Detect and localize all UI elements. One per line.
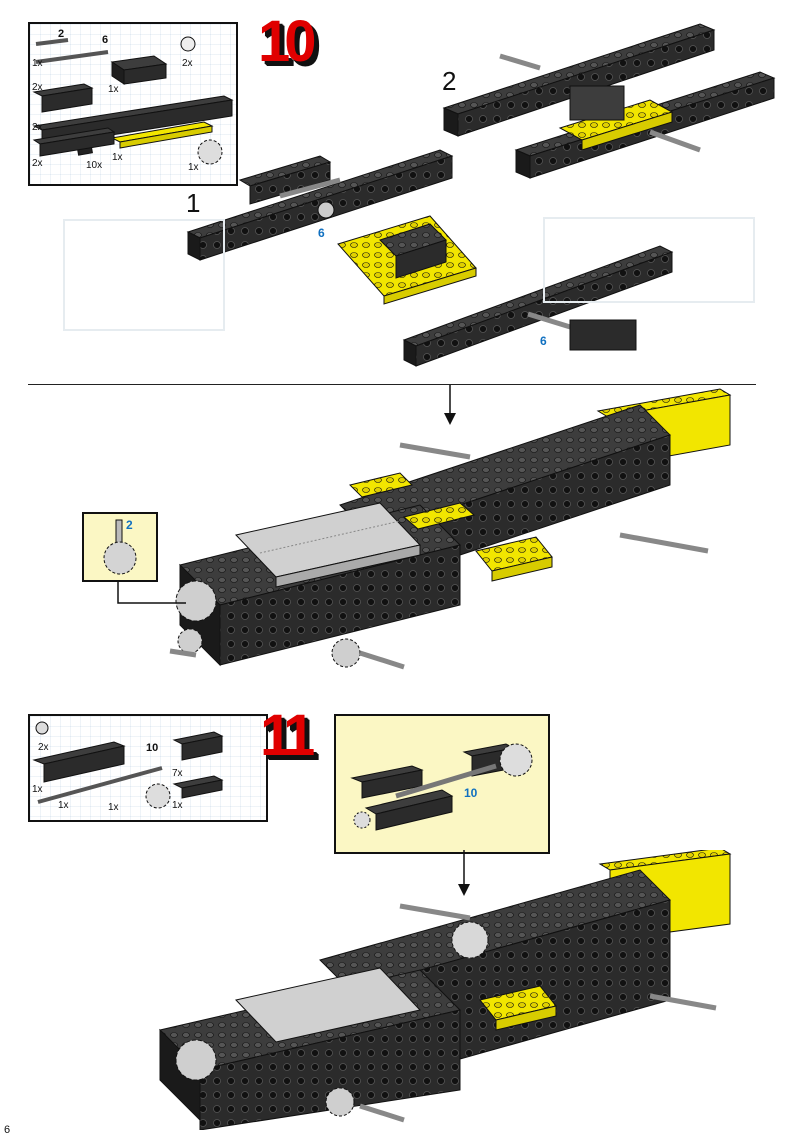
axle-length-label: 6	[318, 226, 325, 240]
part-qty: 1x	[108, 84, 119, 95]
part-qty: 1x	[188, 162, 199, 173]
part-qty: 1x	[112, 152, 123, 163]
step11-parts-art	[32, 721, 224, 809]
part-length-2: 2	[58, 28, 65, 40]
step-number-10: 10	[258, 9, 316, 74]
part-qty: 2x	[182, 58, 193, 69]
part-qty: 2x	[32, 122, 43, 133]
part-qty: 1x	[108, 802, 119, 813]
page-number: 6	[4, 1124, 11, 1136]
part-qty: 10x	[86, 160, 103, 171]
part-qty: 1x	[172, 800, 183, 811]
substep-2-label: 2	[442, 66, 457, 96]
step11-result-art	[159, 850, 732, 1130]
step10-parts-art	[32, 36, 234, 165]
substep-1-label: 1	[186, 188, 201, 218]
axle-length-label: 6	[540, 334, 547, 348]
step10-assembly-art	[63, 23, 776, 367]
step10-result-art	[117, 385, 732, 670]
part-qty: 2x	[32, 158, 43, 169]
section-divider	[28, 384, 756, 385]
part-qty: 7x	[172, 768, 183, 779]
part-qty: 1x	[32, 784, 43, 795]
gear-callout-label: 2	[126, 518, 133, 532]
part-qty: 2x	[32, 82, 43, 93]
step-number-11: 11	[260, 703, 315, 768]
part-qty: 1x	[58, 800, 69, 811]
axle-length-label: 10	[464, 786, 478, 800]
part-qty: 2x	[38, 742, 49, 753]
gear-callout-art	[103, 519, 137, 575]
axle-callout-art	[350, 743, 533, 831]
part-qty: 1x	[32, 58, 43, 69]
part-length-10: 10	[146, 742, 159, 754]
part-length-6: 6	[102, 34, 109, 46]
